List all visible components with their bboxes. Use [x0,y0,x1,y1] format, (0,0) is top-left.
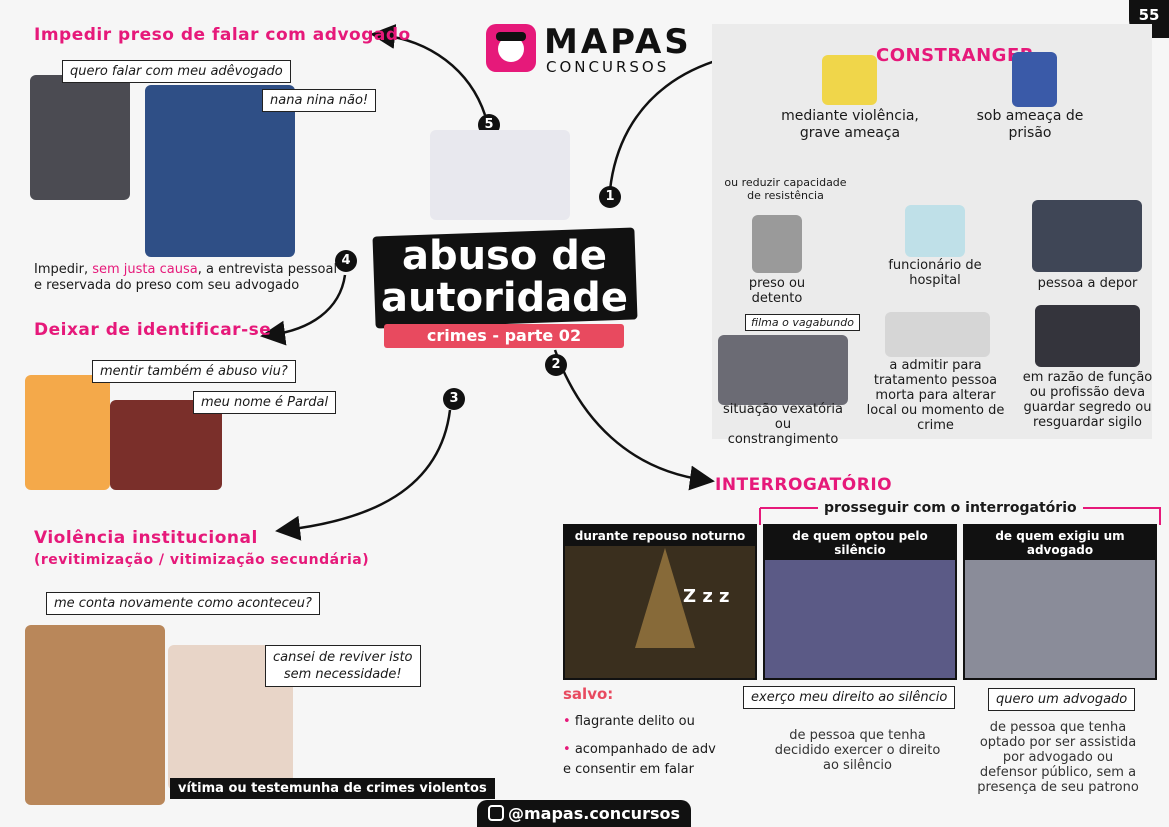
s5-bubble2: nana nina não! [262,89,377,112]
s4-title: Deixar de identificar-se [34,320,272,340]
title-line2: autoridade [381,275,628,321]
s3-subtitle: (revitimização / vitimização secundária) [34,552,370,568]
s5-description: Impedir, sem justa causa, a entrevista p… [34,262,338,293]
s1-preso: preso ou detento [748,276,806,306]
zzz-icon: Z z z [683,586,730,607]
panel-silencio: de quem optou pelo silêncio [763,524,957,680]
panel-repouso: durante repouso noturno Z z z [563,524,757,680]
brand-sub: CONCURSOS [546,58,670,76]
marker-4: 4 [335,250,357,272]
s4-bubble2: meu nome é Pardal [193,391,337,414]
s1-depor: pessoa a depor [1037,276,1138,291]
professionals-illustration [1035,305,1140,367]
panel-advogado: de quem exigiu um advogado [963,524,1157,680]
arrow-3 [275,409,452,541]
brand-logo: MAPAS CONCURSOS [486,22,689,76]
s2-salvo: salvo: [563,685,614,703]
s4-bubble1: mentir também é abuso viu? [92,360,296,383]
s2-bubble-silencio: exerço meu direito ao silêncio [743,686,956,709]
s2-exceptions: • flagrante delito ou • acompanhado de a… [563,714,716,777]
boy-illustration [25,375,110,490]
title-line1: abuso de [401,233,608,279]
chase-illustration [430,130,570,220]
arrow-4 [260,274,347,346]
panel-repouso-label: durante repouso noturno [565,526,755,546]
logo-icon [486,24,536,72]
panel-advogado-label: de quem exigiu um advogado [965,526,1155,560]
interrogation-room-illustration [1032,200,1142,272]
center-title-block: abuso de autoridade crimes - parte 02 [362,227,647,352]
prisoner-illustration [30,75,130,200]
s2-title: INTERROGATÓRIO [715,475,893,495]
prisoner-stripes-illustration [752,215,802,273]
stretcher-illustration [885,312,990,357]
lamp-light [635,548,695,648]
camera-crew-illustration [718,335,848,405]
s2-prosseguir: prosseguir com o interrogatório [818,500,1083,516]
subtitle-badge: crimes - parte 02 [384,324,624,348]
s1-title: CONSTRANGER [876,45,1035,66]
pardal-illustration [110,400,222,490]
s1-filma: filma o vagabundo [745,314,860,331]
cop-illustration [1012,52,1057,107]
instagram-icon [488,805,504,821]
brand-name: MAPAS [544,22,692,62]
s5-bubble1: quero falar com meu adêvogado [62,60,291,83]
s1-branch1: mediante violência,grave ameaça [781,108,919,141]
s3-caption: vítima ou testemunha de crimes violentos [170,778,495,799]
s5-title: Impedir preso de falar com advogado [34,25,411,45]
marker-1: 1 [599,186,621,208]
homer-illustration [822,55,877,105]
doctor-illustration [905,205,965,257]
panel-silencio-label: de quem optou pelo silêncio [765,526,955,560]
detective-illustration [25,625,165,805]
s3-title: Violência institucional [34,528,258,548]
arrow-5 [370,24,487,116]
s3-bubble1: me conta novamente como aconteceu? [46,592,320,615]
police-officer-illustration [145,85,295,257]
page-number: 55 [1138,6,1160,24]
marker-3: 3 [443,388,465,410]
instagram-handle[interactable]: @mapas.concursos [477,800,691,827]
arrow-2 [553,349,715,491]
marker-2: 2 [545,354,567,376]
s2-bubble-advogado: quero um advogado [988,688,1136,711]
